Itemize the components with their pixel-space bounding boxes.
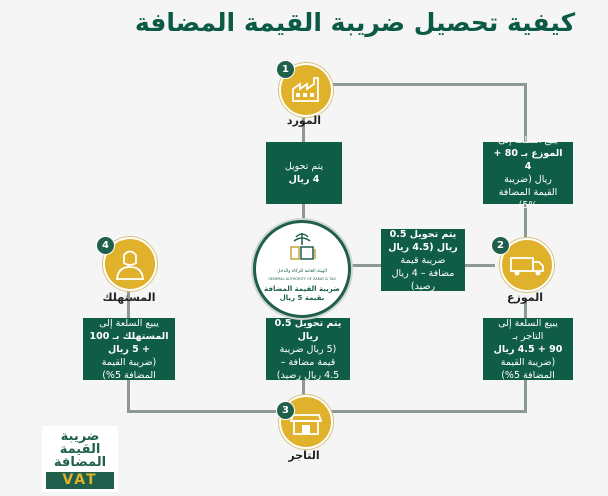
tax-authority-circle: الهيئة العامة للزكاة والدخل GENERAL AUTH… <box>253 220 351 318</box>
vat-logo: ضريبة القيمة المضافة VAT <box>42 426 118 492</box>
vat-logo-arabic: ضريبة القيمة المضافة <box>46 430 114 469</box>
consumer-number-badge: 4 <box>96 236 115 255</box>
box-text-line: (ضريبة القيمة <box>101 356 157 368</box>
center-text-line: بقيمة 5 ريال <box>279 294 325 302</box>
merchant-remits-box: يتم تحويل 0.5 ريال (5 ريال ضريبة قيمة مض… <box>266 317 350 381</box>
consumer-label: المستهلك <box>102 291 156 304</box>
box-text-line: الموزع بـ 80 + 4 <box>493 148 563 172</box>
logo-text-line: المضافة <box>53 455 107 470</box>
box-text-line: 90 + 4.5 ريال <box>493 343 563 355</box>
authority-name-ar: الهيئة العامة للزكاة والدخل <box>277 269 327 274</box>
distributor-sells-box: يبيع السلعة إلى التاجر بـ 90 + 4.5 ريال … <box>483 317 573 381</box>
distributor-remits-box: يتم تحويل 0.5 ريال (4.5 ريال ضريبة قيمة … <box>381 228 465 292</box>
distributor-label: الموزع <box>506 291 544 304</box>
box-text-line: 4 ريال <box>288 174 320 185</box>
vat-logo-label: VAT <box>46 472 114 489</box>
supplier-label: المورد <box>286 114 322 127</box>
person-icon <box>116 250 144 280</box>
supplier-remits-box: يتم تحويل 4 ريال <box>266 142 342 204</box>
merchant-label: التاجر <box>288 449 320 462</box>
box-text-line: (5 ريال ضريبة <box>279 343 337 355</box>
box-text-line: (ضريبة القيمة <box>500 356 556 368</box>
distributor-number-badge: 2 <box>491 236 510 255</box>
box-text-line: ريال (4.5 ريال <box>388 241 458 253</box>
supplier-sells-box: يبيع السلعة إلى الموزع بـ 80 + 4 ريال (ض… <box>483 135 573 211</box>
box-text-line: يتم تحويل 0.5 <box>389 228 457 240</box>
factory-icon <box>292 77 319 102</box>
box-text-line: يتم تحويل 0.5 <box>274 317 342 329</box>
box-text-line: المستهلك بـ 100 <box>89 330 169 342</box>
logo-text-line: ضريبة <box>60 429 100 444</box>
center-vat-text: ضريبة القيمة المضافة بقيمة 5 ريال <box>256 285 348 303</box>
connector-top <box>303 83 527 86</box>
box-text-line: يبيع السلعة إلى <box>498 317 558 329</box>
box-text-line: المضافة 5%) <box>102 369 156 381</box>
truck-icon <box>510 257 544 276</box>
box-text-line: رصيد) <box>410 280 436 292</box>
box-text-line: ضريبة قيمة <box>400 254 446 266</box>
box-text-line: ريال (ضريبة <box>504 174 552 185</box>
box-text-line: التاجر بـ <box>512 330 544 342</box>
box-text-line: يبيع السلعة إلى <box>99 317 159 329</box>
merchant-sells-box: يبيع السلعة إلى المستهلك بـ 100 + 5 ريال… <box>83 317 175 381</box>
box-text-line: 4.5 ريال رصيد) <box>276 369 340 381</box>
box-text-line: مضافة – 4 ريال <box>391 267 455 279</box>
box-text-line: قيمة مضافة – <box>280 356 336 368</box>
box-text-line: القيمة المضافة <box>498 187 558 198</box>
box-text-line: + 5 ريال <box>107 343 151 355</box>
box-text-line: ريال <box>297 330 319 342</box>
authority-name-en: GENERAL AUTHORITY OF ZAKAT & TAX <box>268 277 336 281</box>
supplier-number-badge: 1 <box>276 60 295 79</box>
merchant-number-badge: 3 <box>276 401 295 420</box>
box-text-line: يبيع السلعة إلى <box>498 135 558 146</box>
logo-text-line: القيمة <box>59 442 101 457</box>
center-text-line: ضريبة القيمة المضافة <box>264 285 340 293</box>
zakat-emblem-icon <box>290 233 316 260</box>
box-text-line: المضافة 5%) <box>501 369 555 381</box>
consumer-node <box>103 237 157 291</box>
page-title: كيفية تحصيل ضريبة القيمة المضافة <box>134 8 576 37</box>
box-text-line: 5%) <box>518 200 538 211</box>
box-text-line: يتم تحويل <box>284 161 324 172</box>
shop-icon <box>289 414 323 435</box>
